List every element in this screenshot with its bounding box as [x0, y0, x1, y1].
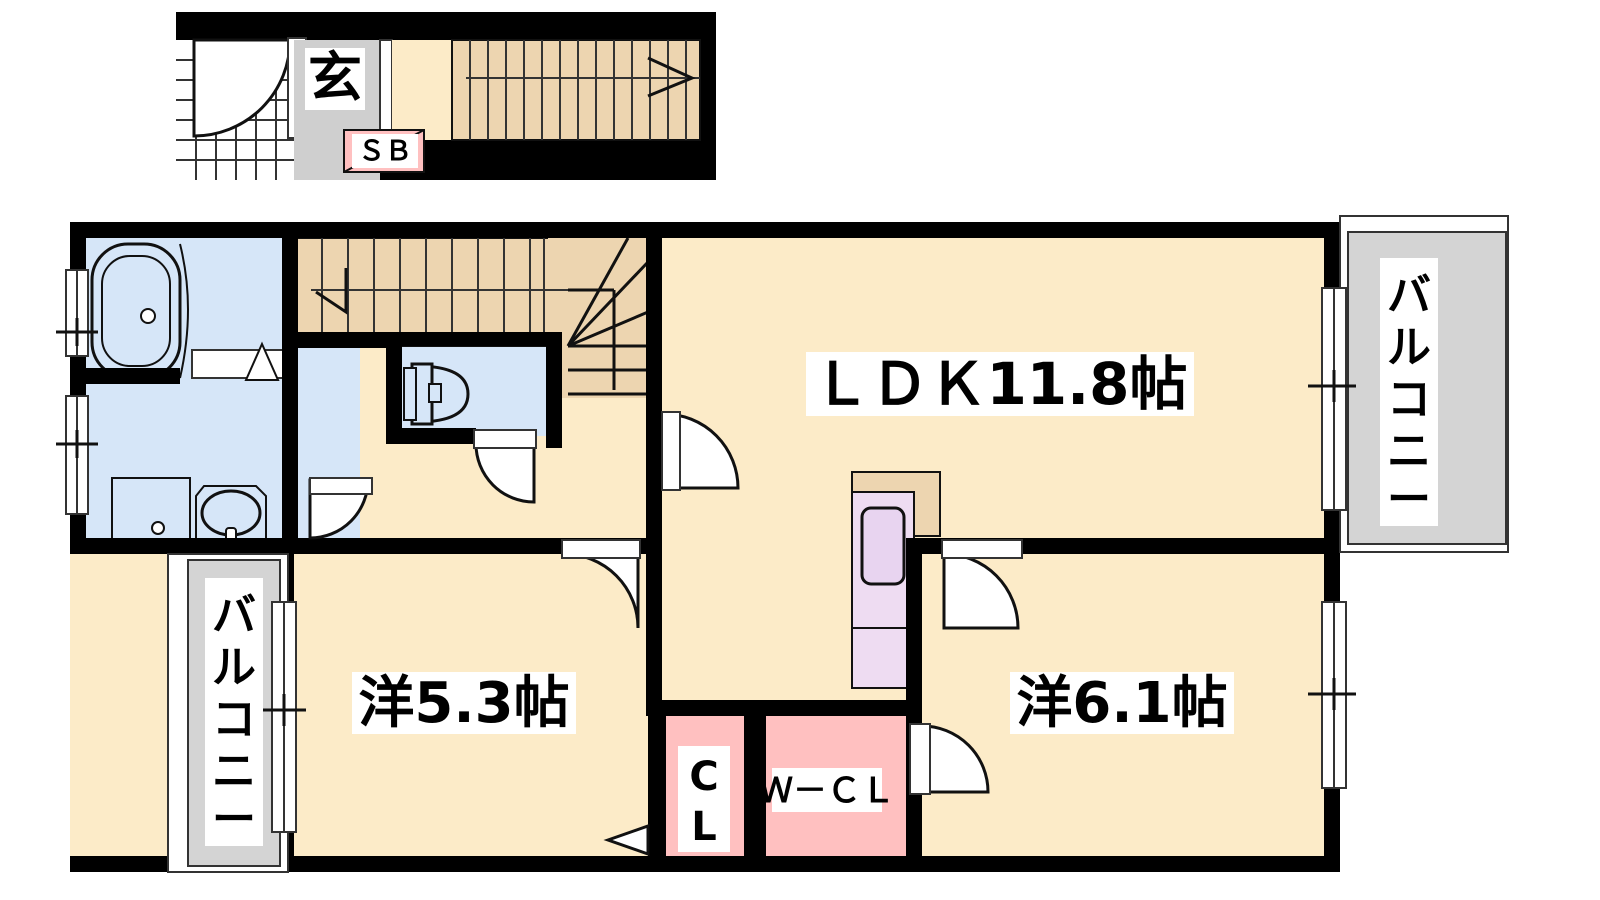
svg-text:バ: バ — [212, 590, 256, 641]
bedroom-5-3-entry-marker — [603, 823, 650, 857]
svg-text:バ: バ — [1387, 270, 1431, 321]
window-bedroom-6-1[interactable] — [1308, 601, 1356, 789]
entrance-block: 玄 ＳＢ — [176, 12, 716, 180]
balcony-right-label-bg — [1380, 258, 1438, 526]
shoe-box-label-bg — [352, 134, 418, 168]
door-bedroom-5-3-swing[interactable] — [561, 539, 641, 629]
room-western-5-3-label-bg — [352, 672, 576, 734]
stair-winder-steps — [566, 237, 650, 396]
window-group — [56, 269, 1356, 833]
ldk-label-bg — [806, 352, 1194, 416]
balcony-right-label: バ ル コ ニ ー — [1387, 270, 1431, 525]
window-bedroom-5-3[interactable] — [258, 601, 306, 833]
svg-text:ル: ル — [1387, 322, 1431, 373]
stairs-direction-arrow — [315, 268, 348, 315]
door-bedroom-6-1-swing[interactable] — [941, 539, 1023, 630]
kitchen-sink-icon — [860, 506, 906, 586]
door-walk-in-closet-swing[interactable] — [909, 723, 990, 795]
room-ldk-label: ＬＤＫ11.8帖 — [812, 350, 1187, 418]
entry-stairs-up — [451, 39, 701, 141]
svg-text:ー: ー — [212, 794, 256, 845]
room-western-6-1-label-bg — [1010, 672, 1234, 734]
door-wc-swing[interactable] — [473, 429, 537, 504]
window-bath-upper[interactable] — [56, 269, 98, 357]
closet-cl-label-line1: C — [689, 754, 718, 800]
svg-text:ー: ー — [1387, 474, 1431, 525]
main-floor-block: ＬＤＫ11.8帖 洋5.3帖 洋6.1帖 C L Ｗ－ＣＬ バ ル コ ニ ー — [56, 215, 1509, 873]
washing-machine-pan-icon — [111, 477, 191, 547]
svg-text:コ: コ — [212, 694, 256, 745]
door-ldk-swing[interactable] — [661, 411, 740, 491]
genkan-label: 玄 — [308, 46, 362, 109]
genkan-inner-door[interactable] — [379, 39, 393, 141]
stair-treads — [311, 238, 568, 346]
bath-entry-step — [191, 341, 289, 381]
room-western-6-1-label: 洋6.1帖 — [1016, 671, 1227, 736]
svg-text:ニ: ニ — [1387, 426, 1431, 477]
balcony-left-label: バ ル コ ニ ー — [212, 590, 256, 845]
bathtub-icon — [90, 242, 189, 380]
closet-cl-label-bg — [678, 746, 730, 852]
window-ldk-balcony-upper[interactable] — [1308, 287, 1356, 511]
svg-text:コ: コ — [1387, 374, 1431, 425]
balcony-left-label-bg — [205, 578, 263, 846]
window-washroom[interactable] — [56, 395, 98, 515]
washer-drain-icon — [151, 521, 165, 535]
door-washroom-swing[interactable] — [308, 477, 373, 540]
svg-text:ニ: ニ — [212, 746, 256, 797]
entry-stair-treads — [466, 40, 700, 140]
entry-stairs-direction-arrow — [647, 56, 696, 98]
closet-cl-label-line2: L — [691, 804, 717, 850]
shoe-box-label: ＳＢ — [358, 136, 412, 167]
kitchen-counter-icon — [851, 471, 941, 689]
closet-walk-in-label-bg — [772, 768, 882, 812]
closet-walk-in-label: Ｗ－ＣＬ — [759, 771, 895, 811]
room-western-5-3-label: 洋5.3帖 — [358, 671, 569, 736]
genkan-label-bg — [305, 48, 365, 110]
entry-hall-floor — [392, 40, 452, 140]
toilet-icon — [403, 362, 470, 426]
svg-text:ル: ル — [212, 642, 256, 693]
